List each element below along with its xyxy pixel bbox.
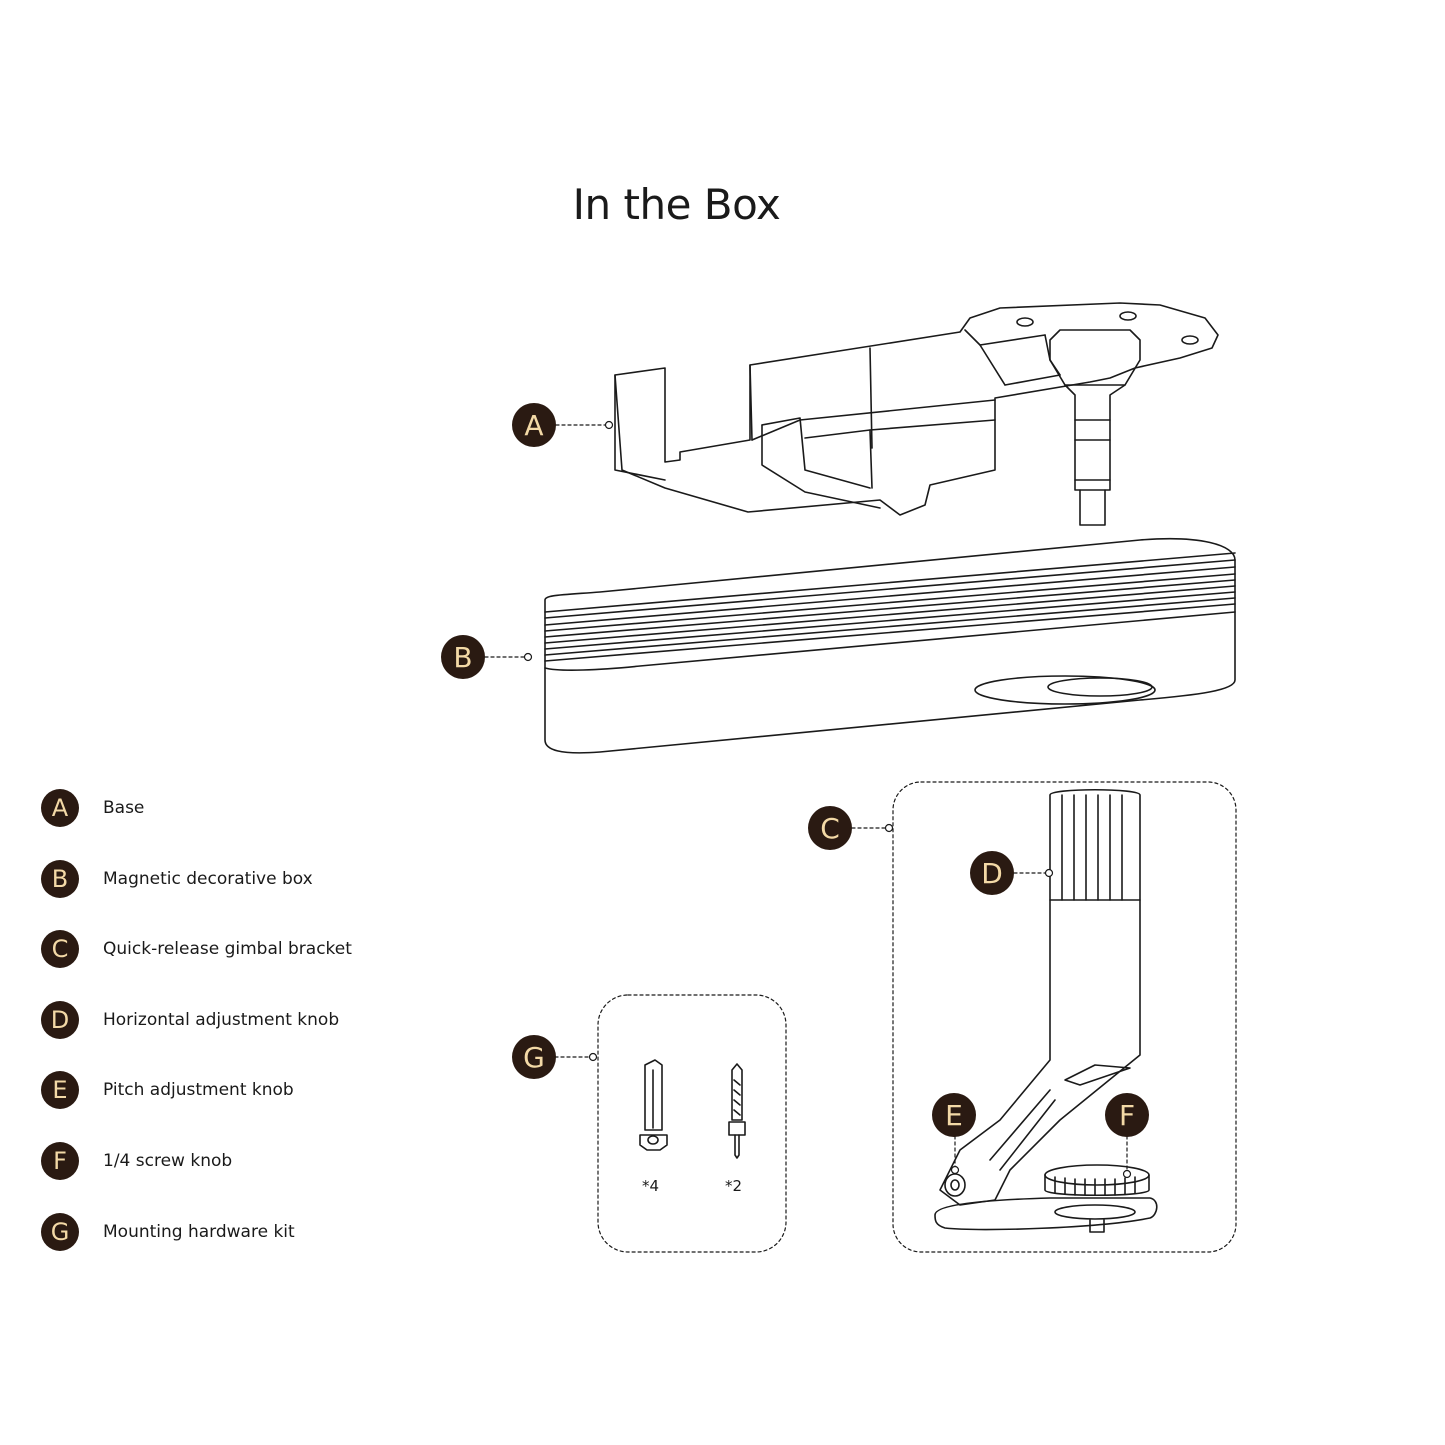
legend-label: Horizontal adjustment knob (103, 1010, 340, 1030)
callout-pitch-knob: E (932, 1093, 976, 1137)
screw-drawing (728, 1063, 746, 1159)
anchor-quantity: *4 (642, 1177, 660, 1195)
legend-label: Magnetic decorative box (103, 869, 313, 889)
legend-label: Quick-release gimbal bracket (103, 939, 352, 959)
callout-hardware-kit: G (512, 1035, 556, 1079)
callout-base: A (512, 403, 556, 447)
legend-item-hardware-kit: G Mounting hardware kit (41, 1212, 461, 1252)
screw-quantity: *2 (725, 1177, 743, 1195)
wall-anchor-drawing (639, 1059, 668, 1151)
base-drawing (614, 302, 1219, 526)
legend-badge: A (41, 789, 79, 827)
legend-badge: F (41, 1142, 79, 1180)
legend-item-screw-knob: F 1/4 screw knob (41, 1141, 461, 1181)
decorative-box-drawing (544, 537, 1236, 754)
legend-item-decorative-box: B Magnetic decorative box (41, 859, 461, 899)
callout-gimbal-bracket: C (808, 806, 852, 850)
legend-badge: E (41, 1071, 79, 1109)
legend-badge: C (41, 930, 79, 968)
callout-horizontal-knob: D (970, 851, 1014, 895)
page-title: In the Box (572, 180, 781, 230)
gimbal-bracket-drawing (934, 788, 1158, 1233)
legend-label: 1/4 screw knob (103, 1151, 233, 1171)
legend-label: Mounting hardware kit (103, 1222, 295, 1242)
callout-decorative-box: B (441, 635, 485, 679)
legend-item-horizontal-knob: D Horizontal adjustment knob (41, 1000, 461, 1040)
legend-label: Base (103, 798, 145, 818)
legend-item-base: A Base (41, 788, 461, 828)
legend-badge: G (41, 1213, 79, 1251)
legend-item-gimbal-bracket: C Quick-release gimbal bracket (41, 929, 461, 969)
legend-badge: D (41, 1001, 79, 1039)
legend-label: Pitch adjustment knob (103, 1080, 294, 1100)
callout-screw-knob: F (1105, 1093, 1149, 1137)
legend-item-pitch-knob: E Pitch adjustment knob (41, 1070, 461, 1110)
legend-badge: B (41, 860, 79, 898)
